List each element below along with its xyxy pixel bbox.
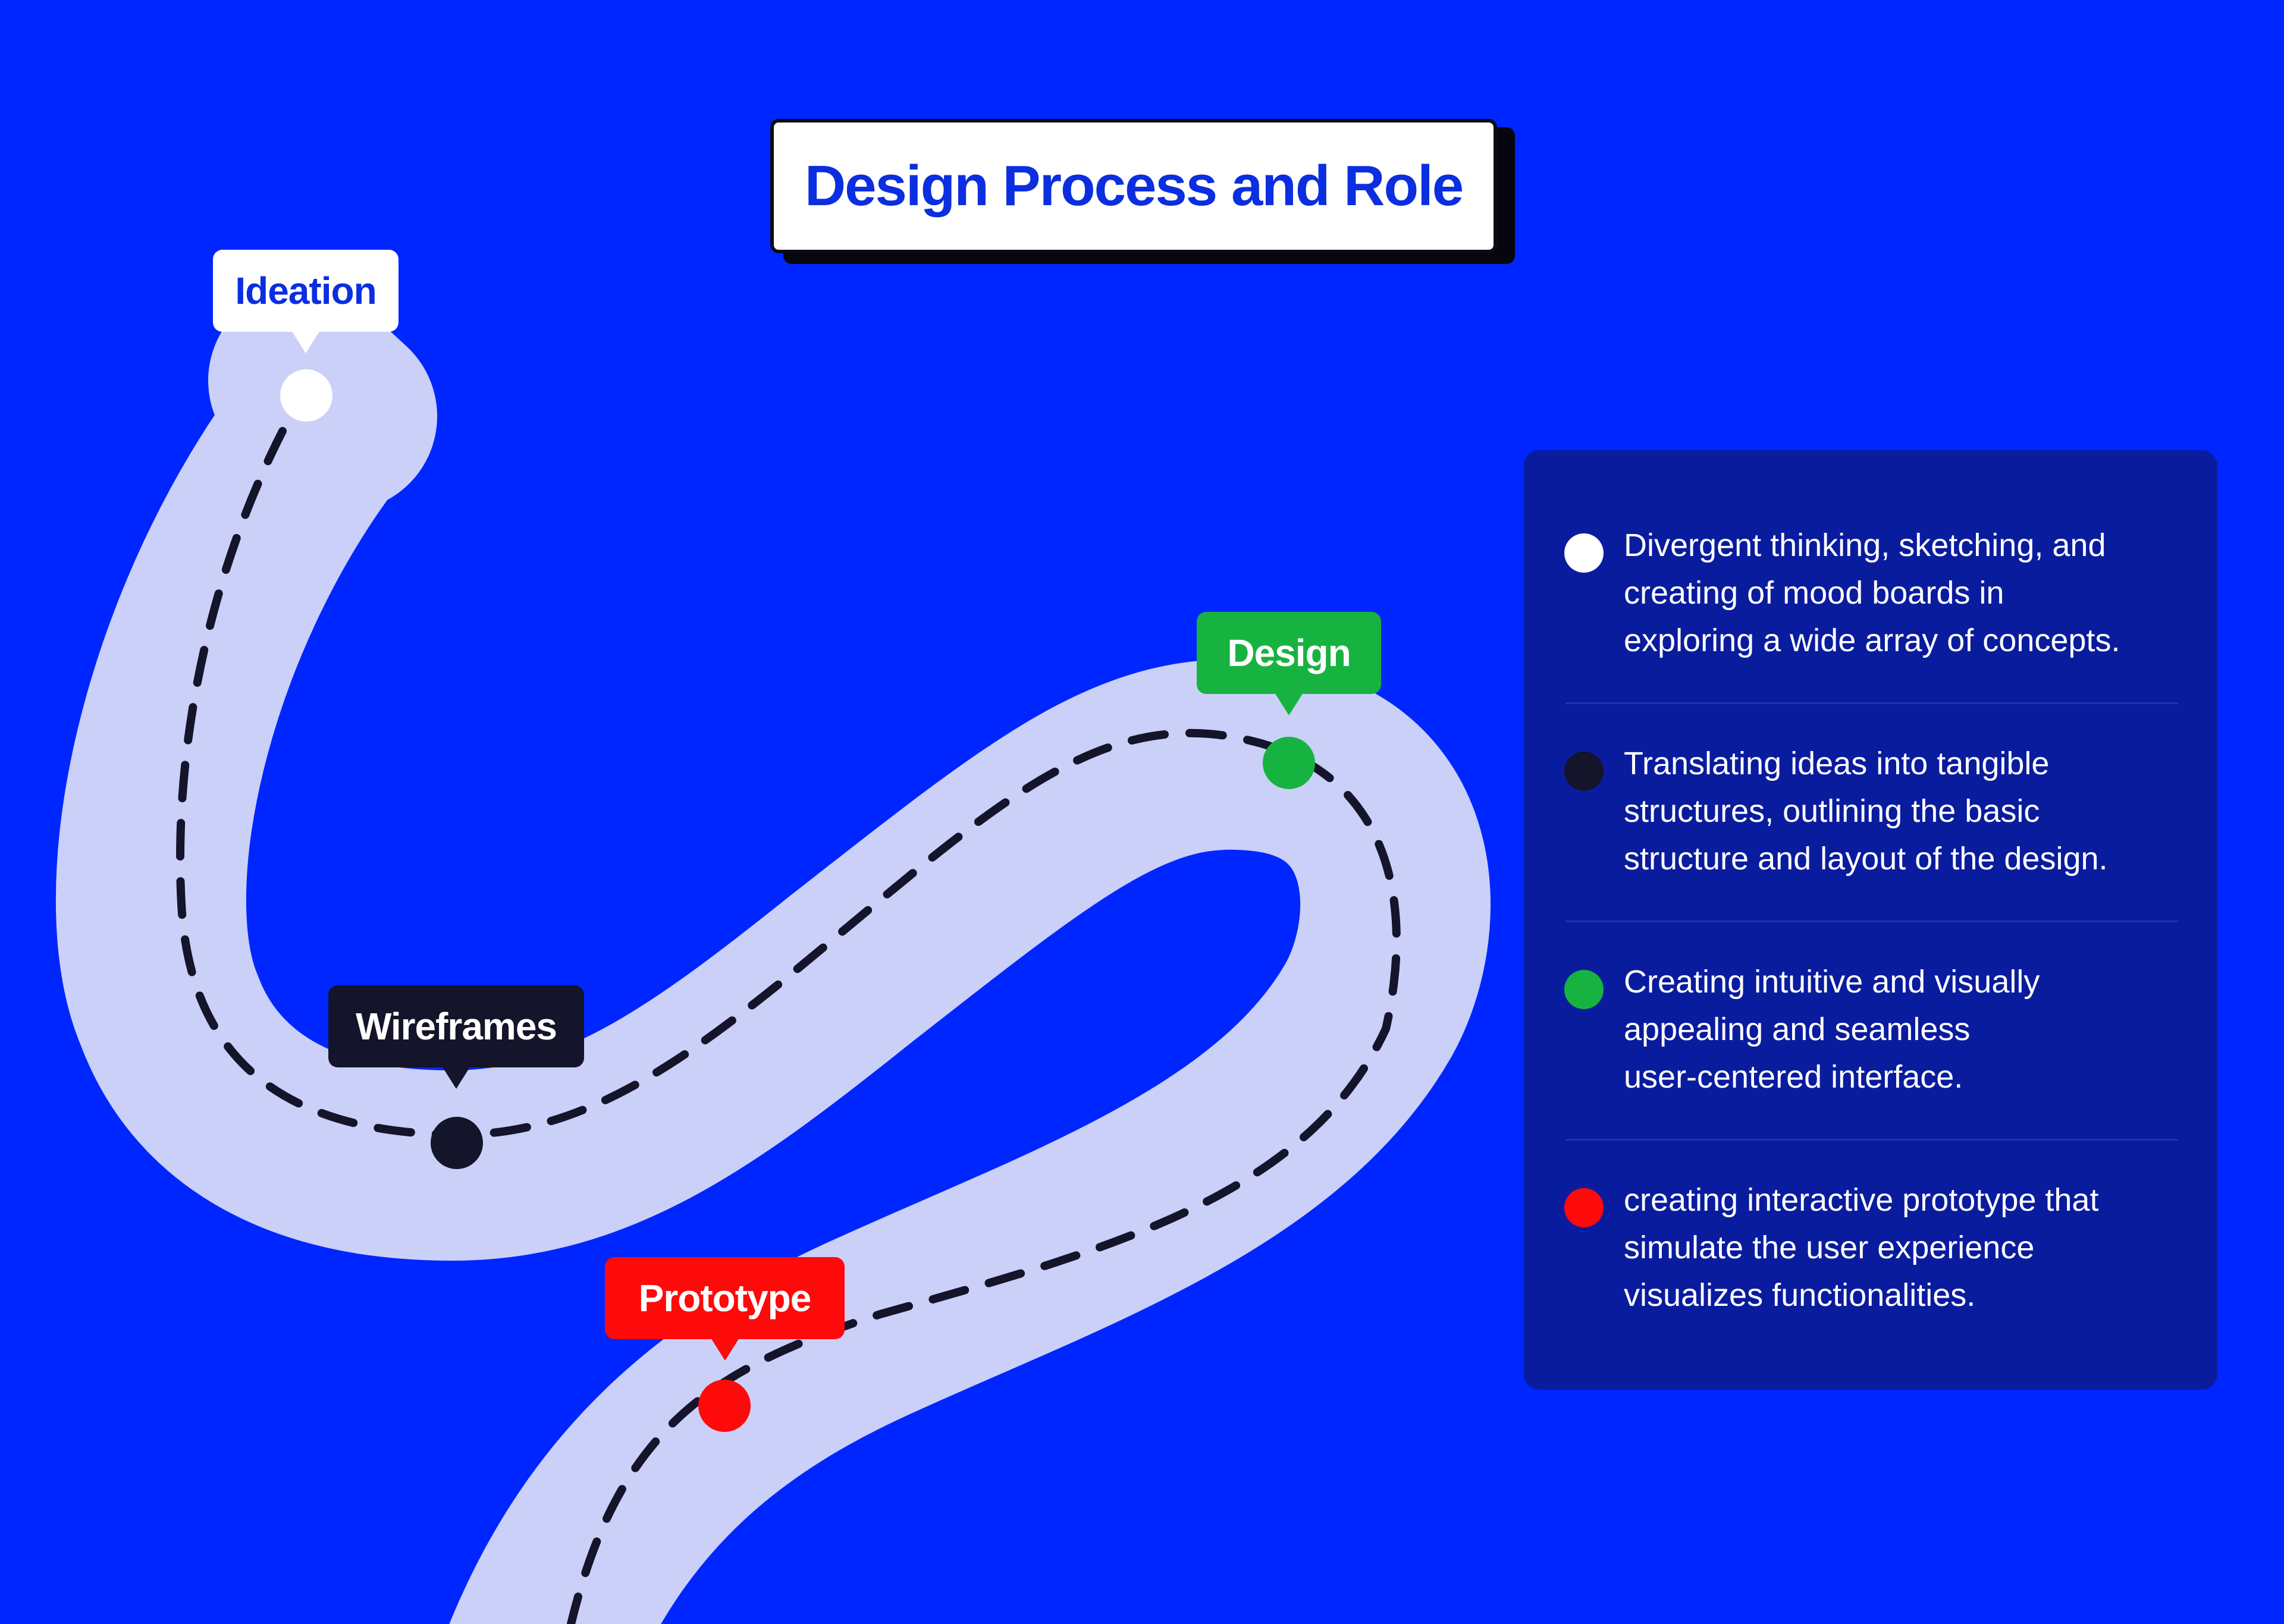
legend-text-wireframes: Translating ideas into tangible structur… xyxy=(1624,746,2108,877)
tag-design[interactable]: Design xyxy=(1197,612,1381,715)
prototype-marker[interactable] xyxy=(698,1380,751,1432)
wireframes-marker[interactable] xyxy=(431,1117,483,1169)
tag-design-label: Design xyxy=(1227,632,1351,674)
legend-item-ideation: Divergent thinking, sketching, and creat… xyxy=(1524,450,2217,658)
legend-panel: Divergent thinking, sketching, and creat… xyxy=(1524,450,2217,1390)
legend-text-design: Creating intuitive and visually appealin… xyxy=(1624,964,2040,1095)
legend-dot-dark xyxy=(1564,752,1604,791)
ideation-marker[interactable] xyxy=(280,369,332,422)
tag-ideation-label: Ideation xyxy=(235,269,377,312)
tag-design-pointer xyxy=(1275,693,1303,715)
tag-wireframes-pointer xyxy=(442,1066,470,1089)
legend-dot-green xyxy=(1564,970,1604,1009)
design-marker[interactable] xyxy=(1263,737,1315,789)
legend-item-prototype: creating interactive prototype that simu… xyxy=(1524,1105,2217,1313)
legend-item-design: Creating intuitive and visually appealin… xyxy=(1524,887,2217,1095)
legend-divider xyxy=(1565,921,2178,922)
tag-prototype[interactable]: Prototype xyxy=(605,1257,845,1361)
legend-text-prototype: creating interactive prototype that simu… xyxy=(1624,1182,2099,1313)
tag-ideation[interactable]: Ideation xyxy=(213,250,399,353)
tag-prototype-label: Prototype xyxy=(638,1277,812,1320)
legend-item-wireframes: Translating ideas into tangible structur… xyxy=(1524,668,2217,877)
legend-text-ideation: Divergent thinking, sketching, and creat… xyxy=(1624,527,2120,658)
dashed-route xyxy=(176,427,1401,1624)
title-box: Design Process and Role xyxy=(770,119,1497,253)
tag-wireframes[interactable]: Wireframes xyxy=(328,985,584,1089)
legend-divider xyxy=(1565,702,2178,704)
tag-wireframes-label: Wireframes xyxy=(355,1005,557,1048)
legend-dot-white xyxy=(1564,533,1604,573)
page-title: Design Process and Role xyxy=(804,154,1464,218)
tag-prototype-pointer xyxy=(710,1338,739,1361)
legend-dot-red xyxy=(1564,1188,1604,1227)
legend-divider xyxy=(1565,1139,2178,1141)
title-card: Design Process and Role xyxy=(770,119,1515,264)
tag-ideation-pointer xyxy=(291,331,320,353)
